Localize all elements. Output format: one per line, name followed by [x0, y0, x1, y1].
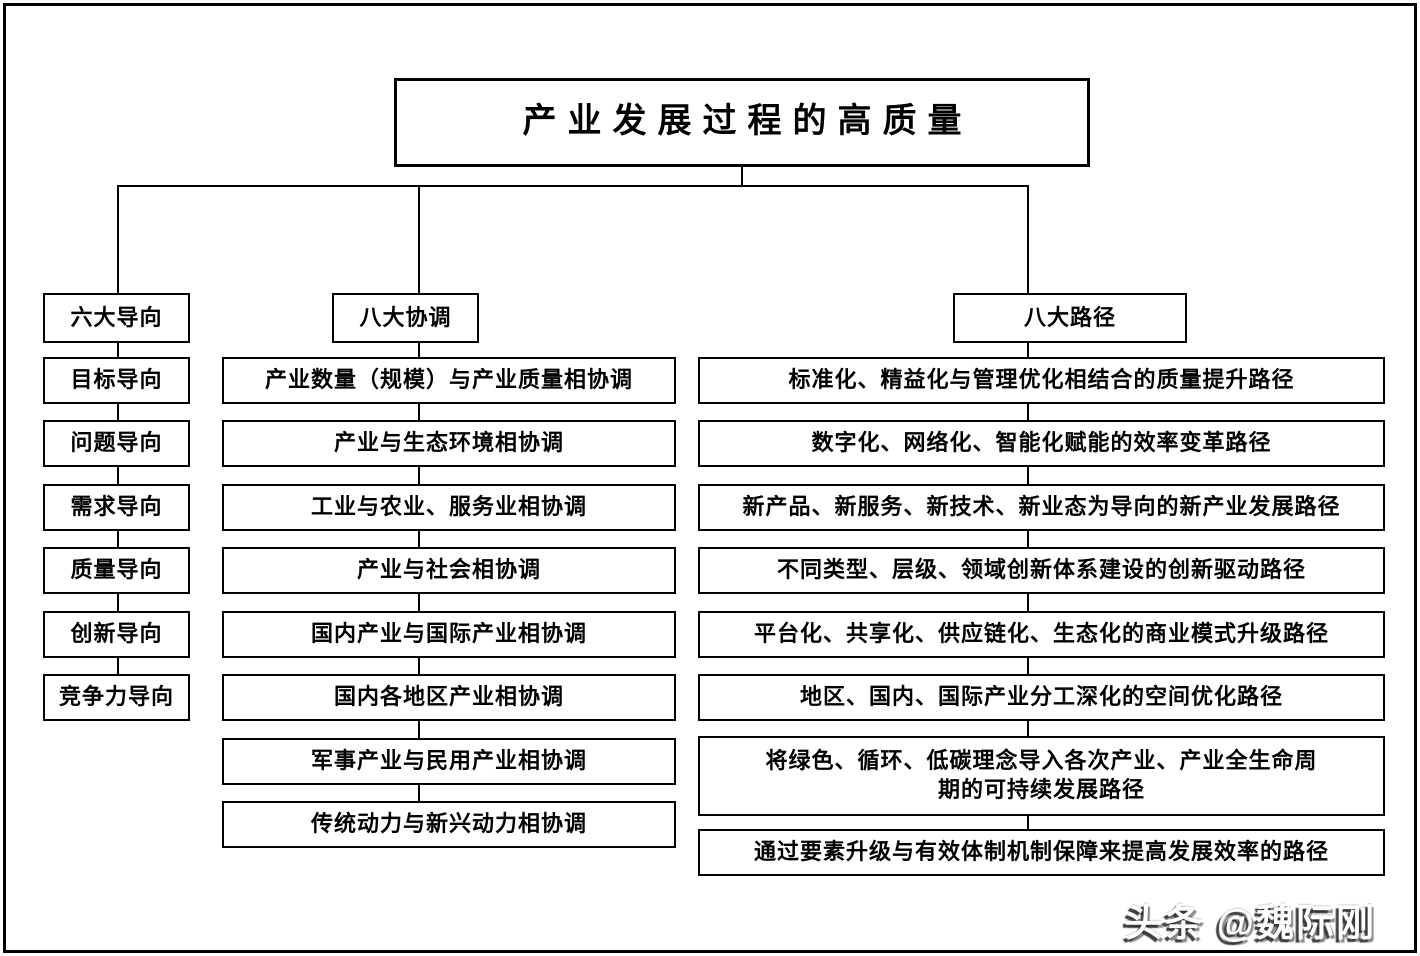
node-path: 数字化、网络化、智能化赋能的效率变革路径: [698, 420, 1385, 467]
node-coordination: 产业数量（规模）与产业质量相协调: [222, 357, 676, 404]
branch-header-orientations: 六大导向: [43, 293, 190, 343]
node-coordination: 传统动力与新兴动力相协调: [222, 801, 676, 848]
watermark-toutiao: 头条 @魏际刚: [1124, 903, 1376, 945]
node-path: 平台化、共享化、供应链化、生态化的商业模式升级路径: [698, 611, 1385, 658]
node-orientation: 需求导向: [43, 484, 190, 531]
node-coordination: 军事产业与民用产业相协调: [222, 738, 676, 785]
node-orientation: 目标导向: [43, 357, 190, 404]
node-coordination: 产业与生态环境相协调: [222, 420, 676, 467]
branch-header-paths: 八大路径: [953, 293, 1187, 343]
node-coordination: 工业与农业、服务业相协调: [222, 484, 676, 531]
node-path: 不同类型、层级、领域创新体系建设的创新驱动路径: [698, 547, 1385, 594]
connector-drop-left: [117, 185, 119, 294]
connector-branch-horizontal: [117, 185, 1029, 187]
node-path: 通过要素升级与有效体制机制保障来提高发展效率的路径: [698, 829, 1385, 876]
connector-title-stub: [741, 167, 743, 186]
node-path: 新产品、新服务、新技术、新业态为导向的新产业发展路径: [698, 484, 1385, 531]
root-node-title: 产业发展过程的高质量: [394, 78, 1090, 167]
node-orientation: 竞争力导向: [43, 674, 190, 721]
node-orientation: 问题导向: [43, 420, 190, 467]
node-path: 标准化、精益化与管理优化相结合的质量提升路径: [698, 357, 1385, 404]
node-path-two-line: 将绿色、循环、低碳理念导入各次产业、产业全生命周期的可持续发展路径: [698, 736, 1385, 816]
node-coordination: 产业与社会相协调: [222, 547, 676, 594]
node-path: 地区、国内、国际产业分工深化的空间优化路径: [698, 674, 1385, 721]
node-orientation: 质量导向: [43, 547, 190, 594]
outer-frame: [3, 3, 1417, 953]
branch-header-coordinations: 八大协调: [332, 293, 479, 343]
node-orientation: 创新导向: [43, 611, 190, 658]
connector-drop-middle: [418, 185, 420, 294]
node-coordination: 国内各地区产业相协调: [222, 674, 676, 721]
connector-drop-right: [1027, 185, 1029, 294]
node-coordination: 国内产业与国际产业相协调: [222, 611, 676, 658]
